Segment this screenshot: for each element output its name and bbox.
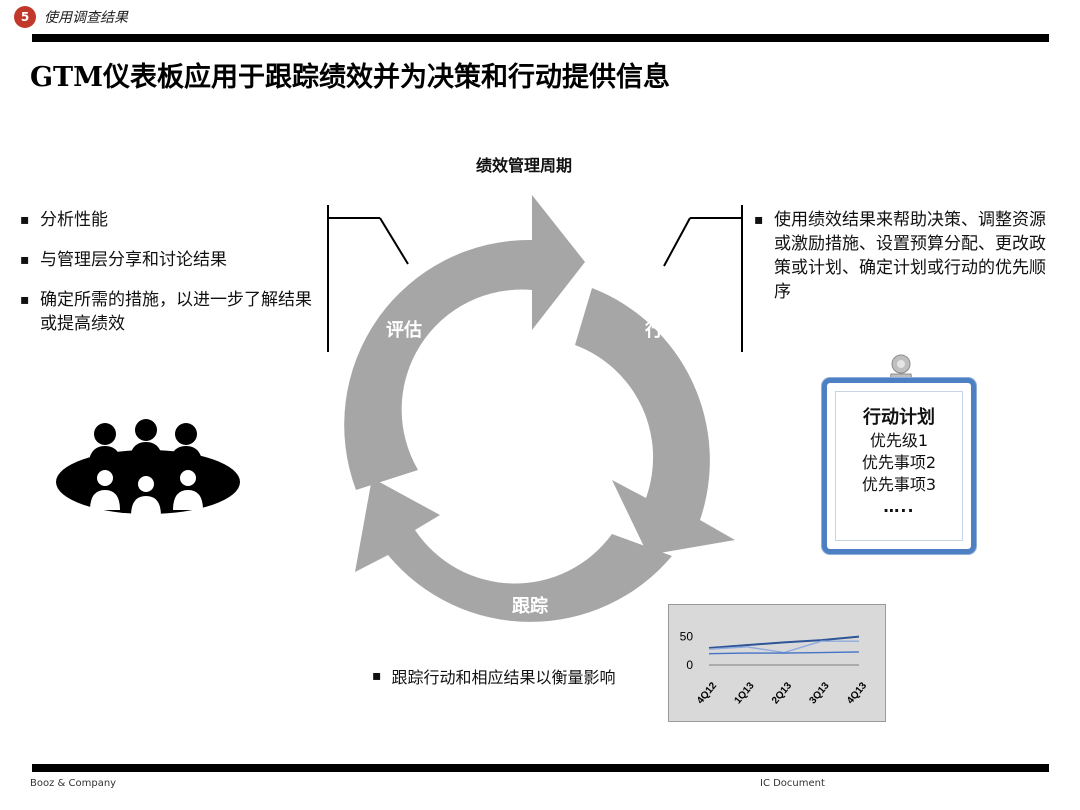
evaluate-label: 评估	[386, 320, 422, 341]
y-tick-label: 0	[686, 658, 693, 672]
list-item: 优先事项3	[861, 475, 937, 494]
list-item: 与管理层分享和讨论结果	[18, 248, 323, 272]
act-arrow	[575, 288, 735, 555]
action-plan-card: 行动计划 优先级1 优先事项2 优先事项3 …..	[822, 378, 976, 554]
bottom-bullet-text: 跟踪行动和相应结果以衡量影响	[391, 668, 616, 687]
list-item: 使用绩效结果来帮助决策、调整资源或激励措施、设置预算分配、更改政策或计划、确定计…	[752, 208, 1057, 304]
left-bullet-list: 分析性能 与管理层分享和讨论结果 确定所需的措施，以进一步了解结果或提高绩效	[18, 208, 323, 352]
y-tick-label: 50	[680, 630, 694, 644]
list-item: 优先级1	[869, 431, 929, 450]
x-tick-label: 3Q13	[808, 680, 832, 706]
series-line-1	[708, 635, 860, 649]
left-bracket	[327, 205, 409, 352]
bullet-marker: ▪	[372, 668, 382, 684]
action-plan-title: 行动计划	[863, 407, 935, 428]
meeting-people-icon	[56, 419, 240, 516]
top-rule	[32, 34, 1049, 42]
series-line-3	[708, 651, 860, 655]
bottom-rule	[32, 764, 1049, 772]
bottom-bullet: ▪ 跟踪行动和相应结果以衡量影响	[372, 664, 616, 688]
section-number-badge: 5	[14, 6, 36, 28]
x-tick-label: 4Q12	[695, 680, 719, 706]
x-tick-label: 2Q13	[770, 680, 794, 706]
track-arrow	[355, 478, 672, 622]
right-bullet-list: 使用绩效结果来帮助决策、调整资源或激励措施、设置预算分配、更改政策或计划、确定计…	[752, 208, 1057, 320]
evaluate-arrow	[344, 195, 585, 490]
footer-company: Booz & Company	[30, 778, 117, 789]
right-bracket	[663, 205, 743, 352]
x-tick-label: 1Q13	[733, 680, 757, 706]
x-tick-label: 4Q13	[845, 680, 869, 706]
cycle-arrows	[344, 195, 735, 622]
track-label: 跟踪	[512, 596, 548, 617]
page-title: GTM仪表板应用于跟踪绩效并为决策和行动提供信息	[30, 62, 671, 93]
cycle-title: 绩效管理周期	[476, 156, 573, 175]
list-item: 确定所需的措施，以进一步了解结果或提高绩效	[18, 288, 323, 336]
action-plan-ellipsis: …..	[883, 497, 915, 516]
section-label: 使用调查结果	[44, 10, 128, 26]
list-item: 优先事项2	[861, 453, 937, 472]
footer-doc-label: IC Document	[760, 778, 825, 789]
act-label: 行动	[645, 320, 681, 341]
list-item: 分析性能	[18, 208, 323, 232]
section-tag: 5 使用调查结果	[14, 6, 128, 28]
